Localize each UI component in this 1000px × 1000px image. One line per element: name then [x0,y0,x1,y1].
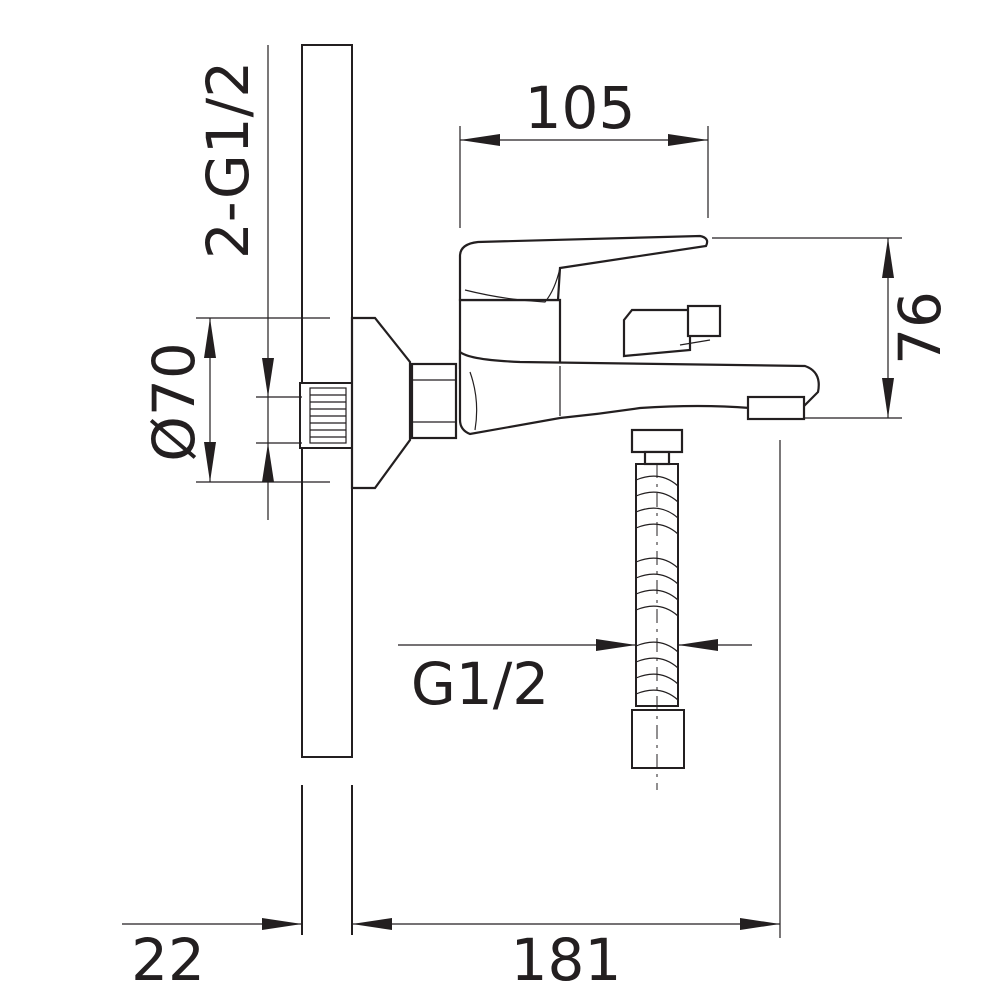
dim-76-label: 76 [886,291,954,365]
dim-181-label: 181 [511,926,622,994]
eccentric-nut [410,362,458,440]
spout [458,349,820,436]
dim-105-label: 105 [525,74,636,142]
dim-flange-diameter: Ø70 [140,317,330,483]
aerator [746,395,806,421]
dim-bottom: 22 181 [122,440,781,994]
hose-thread-label: G1/2 [411,650,549,718]
inlet-thread-label: 2-G1/2 [194,61,262,259]
dim-22-label: 22 [131,926,205,994]
dim-105: 105 [459,74,709,228]
dim-hose-thread: G1/2 [398,639,752,718]
wall-thread-insert [299,382,355,449]
faucet-body [458,234,820,436]
lever-handle [458,234,709,302]
dim-inlet-thread: 2-G1/2 [194,45,302,520]
flange [350,316,412,490]
wall-section [299,44,355,758]
shower-hose [630,428,685,790]
flange-diameter-label: Ø70 [140,342,208,461]
dim-76: 76 [712,237,954,419]
diverter-knob [622,304,722,358]
